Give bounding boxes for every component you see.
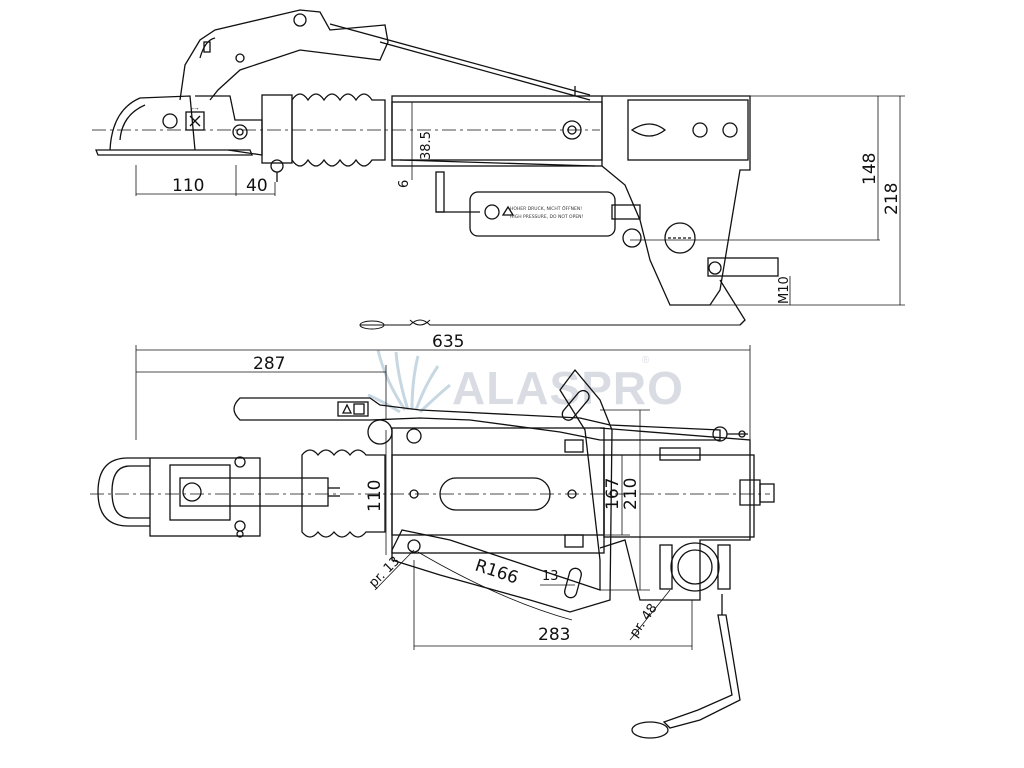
dim-side-6: 6	[397, 180, 412, 188]
dim-287: 287	[253, 354, 285, 374]
coupling-head: ←→	[95, 95, 253, 156]
top-dimension-lines	[374, 409, 693, 650]
dim-side-148: 148	[860, 153, 880, 185]
breakaway-cable	[359, 319, 746, 330]
dim-side-110: 110	[172, 176, 204, 196]
bracket-top	[599, 427, 775, 601]
bellows-top	[301, 449, 386, 538]
coupling-head-top	[97, 456, 340, 538]
coupling-body	[195, 94, 293, 182]
dim-pr48: pr. 48	[627, 601, 661, 640]
drawbar-housing	[391, 86, 603, 167]
shock-warning-en: HIGH PRESSURE, DO NOT OPEN!	[510, 214, 584, 220]
dim-top-13: 13	[542, 569, 559, 584]
dim-210: 210	[621, 478, 641, 510]
dim-pr13: pr. 13	[366, 554, 403, 591]
dim-side-218: 218	[882, 183, 902, 215]
shock-warning-de: HOHER DRUCK, NICHT ÖFFNEN!	[510, 205, 582, 212]
top-view	[90, 365, 775, 739]
jockey-crank-handle	[631, 594, 741, 739]
dim-635: 635	[432, 332, 464, 352]
brake-plate	[391, 368, 613, 613]
dim-167: 167	[603, 478, 623, 510]
dim-top-110: 110	[365, 480, 385, 512]
dim-287-lines	[136, 365, 387, 420]
dim-side-40: 40	[246, 176, 268, 196]
side-view: ←→	[92, 9, 905, 330]
svg-text:←→: ←→	[191, 107, 199, 112]
manual-icon	[353, 403, 365, 415]
brake-bracket	[601, 95, 779, 326]
shock-absorber: HOHER DRUCK, NICHT ÖFFNEN! HIGH PRESSURE…	[435, 171, 642, 248]
bellows	[291, 93, 386, 167]
alaspro-watermark: ALASPRO ®	[367, 349, 683, 414]
side-dimension-lines	[135, 95, 905, 306]
dim-side-38-5: 38.5	[419, 131, 434, 160]
dim-283: 283	[538, 625, 570, 645]
warning-triangle-icon	[501, 205, 515, 216]
warning-icon	[341, 403, 353, 414]
watermark-registered: ®	[642, 355, 650, 366]
coupling-lever	[179, 9, 591, 101]
watermark-leaf-icon	[367, 349, 451, 414]
dim-side-m10: M10	[777, 276, 792, 304]
